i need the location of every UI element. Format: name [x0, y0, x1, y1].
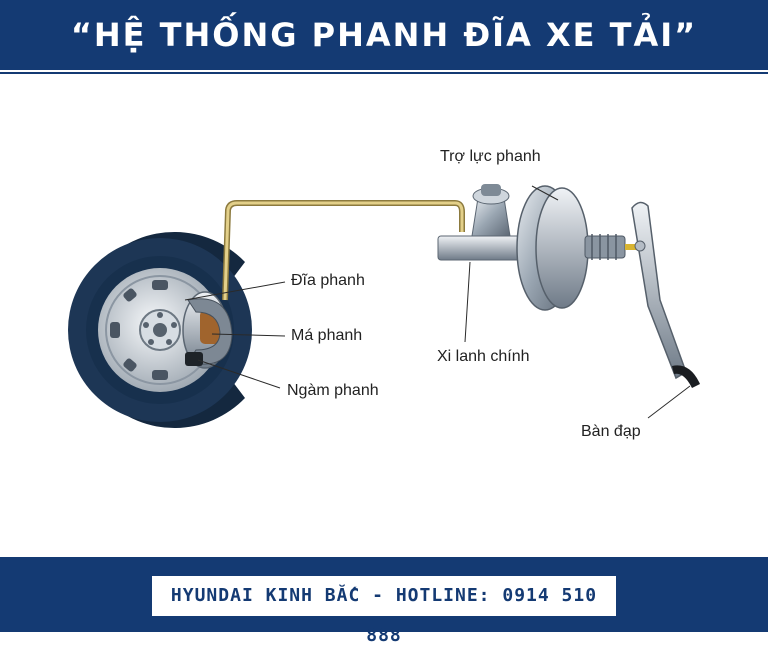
wheel: [68, 232, 252, 428]
label-xi-lanh-chinh: Xi lanh chính: [437, 348, 530, 365]
hotline-box: [152, 576, 616, 616]
label-ban-dap: Bàn đạp: [581, 423, 641, 440]
brake-booster: [516, 185, 649, 311]
brake-caliper: [185, 298, 233, 366]
label-ngam-phanh: Ngàm phanh: [287, 382, 379, 399]
leader-lines: [184, 185, 691, 419]
label-tro-luc-phanh: Trợ lực phanh: [440, 148, 541, 165]
page-title: “HỆ THỐNG PHANH ĐĨA XE TẢI”: [70, 16, 698, 54]
brake-line: [222, 200, 465, 301]
brake-diagram: [0, 74, 768, 556]
brake-pedal: [631, 201, 700, 388]
master-cylinder: [437, 184, 531, 261]
label-ma-phanh: Má phanh: [291, 327, 363, 344]
header-banner: [0, 0, 768, 70]
header-divider: [0, 72, 768, 74]
hotline-text: HYUNDAI KINH BẮC - HOTLINE: 0914 510 888: [170, 585, 598, 646]
label-dia-phanh: Đĩa phanh: [291, 272, 365, 289]
